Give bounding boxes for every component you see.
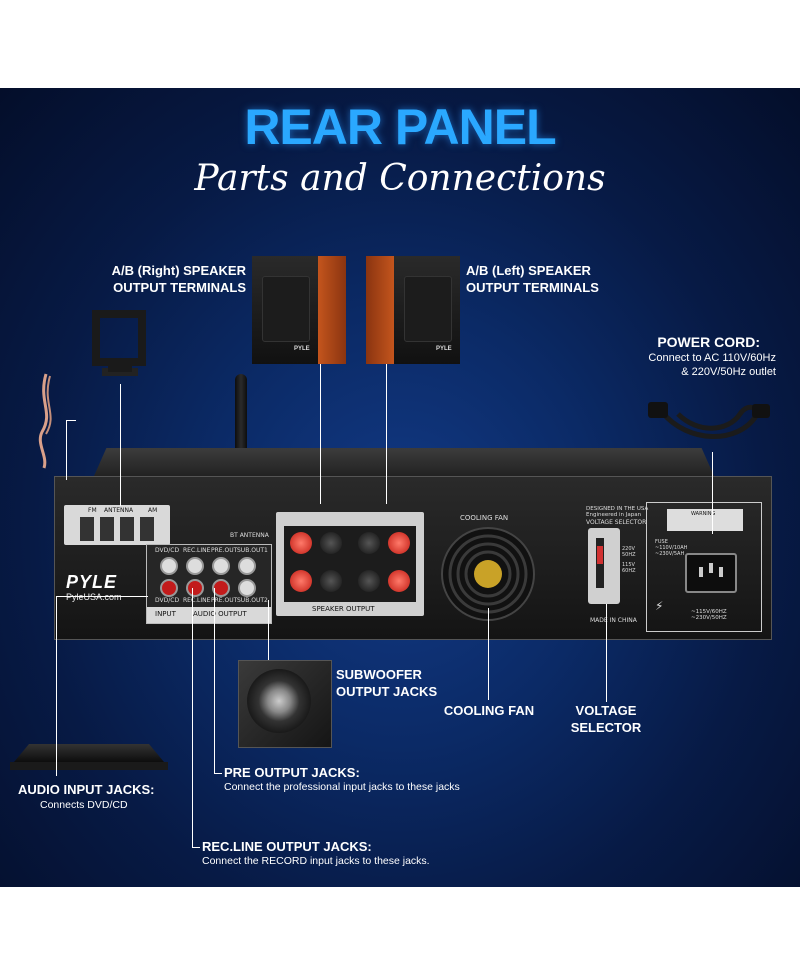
power-cord-title: POWER CORD: [657, 334, 760, 350]
power-cord-image [648, 402, 770, 439]
speaker-output-terminals: SPEAKER OUTPUT [276, 512, 424, 616]
lightning-icon: ⚡ [655, 599, 664, 613]
recline-output-callout-desc: Connect the RECORD input jacks to these … [202, 855, 430, 867]
leader-line [488, 608, 489, 700]
audio-input-callout-title: AUDIO INPUT JACKS: [18, 782, 155, 797]
recline-output-callout-title: REC.LINE OUTPUT JACKS: [202, 839, 372, 854]
dvd-player-image [10, 744, 168, 774]
warning-label [667, 509, 743, 531]
antenna-terminal-block: FM ANTENNA AM [64, 505, 170, 545]
speaker-terminal-black [320, 570, 342, 592]
brand-website: PyleUSA.com [66, 592, 122, 602]
leader-line [386, 364, 387, 504]
fuse-label: FUSE ~110V/10AH ~230V/5AH [655, 539, 688, 557]
left-speaker-callout: A/B (Left) SPEAKER OUTPUT TERMINALS [466, 263, 599, 295]
cooling-fan-label-panel: COOLING FAN [460, 514, 509, 522]
leader-line [606, 604, 607, 702]
speaker-terminal-red [388, 532, 410, 554]
voltage-selector-switch [588, 528, 620, 604]
made-in-label: MADE IN CHINA [590, 617, 637, 624]
rca-jack-red [186, 579, 204, 597]
jack-label-subout2: SUB.OUT2 [237, 597, 268, 604]
page-subtitle: Parts and Connections [194, 158, 606, 199]
power-rating-label: ~115V/60HZ ~230V/50HZ [691, 609, 727, 621]
rca-jack-white [238, 557, 256, 575]
leader-line [192, 588, 193, 848]
voltage-selector-label-panel: VOLTAGE SELECTOR [586, 519, 647, 526]
right-speaker-image: PYLE [252, 256, 346, 364]
leader-line [66, 420, 67, 480]
speaker-terminal-black [320, 532, 342, 554]
subwoofer-callout: SUBWOOFER OUTPUT JACKS [336, 667, 438, 699]
leader-line [66, 420, 76, 421]
leader-line [712, 452, 713, 534]
power-inlet-panel: WARNING FUSE ~110V/10AH ~230V/5AH ⚡ ~115… [646, 502, 762, 632]
jack-label-subout1: SUB.OUT1 [237, 547, 268, 554]
page-title: REAR PANEL [244, 99, 556, 155]
designed-in-label: DESIGNED IN THE USA Engineered in Japan [586, 506, 649, 518]
fm-wire-antenna-image [38, 373, 52, 469]
am-loop-antenna-image [92, 310, 146, 376]
warning-text: WARNING [691, 511, 716, 517]
leader-line [56, 596, 148, 597]
rca-jack-panel: DVD/CD REC.LINE PRE.OUT SUB.OUT1 DVD/CD … [146, 544, 272, 624]
product-infographic: REAR PANEL Parts and Connections PYLE PY… [0, 88, 800, 887]
leader-line [214, 588, 215, 774]
jack-label-preout-bottom: PRE.OUT [211, 597, 238, 604]
speaker-logo: PYLE [294, 346, 310, 352]
jack-label-preout-top: PRE.OUT [211, 547, 238, 554]
right-speaker-callout: A/B (Right) SPEAKER OUTPUT TERMINALS [111, 263, 246, 295]
speaker-terminal-black [358, 570, 380, 592]
voltage-220-label: 220V 50HZ [622, 546, 636, 558]
pre-output-callout-title: PRE OUTPUT JACKS: [224, 765, 360, 780]
input-section-label: INPUT [155, 610, 176, 618]
rca-jack-white [212, 557, 230, 575]
power-cord-description: Connect to AC 110V/60Hz & 220V/50Hz outl… [648, 352, 776, 378]
leader-line [56, 596, 57, 776]
jack-label-recline-bottom: REC.LINE [183, 597, 211, 604]
jack-label-recline-top: REC.LINE [183, 547, 211, 554]
leader-line [320, 364, 321, 504]
leader-line [268, 600, 269, 660]
subwoofer-image [238, 660, 332, 748]
iec-power-socket [685, 553, 737, 593]
bt-antenna-label: BT ANTENNA [230, 532, 269, 539]
speaker-terminal-red [290, 570, 312, 592]
brand-logo: PYLE [66, 572, 118, 592]
antenna-label: ANTENNA [104, 507, 134, 514]
fm-label: FM [88, 507, 97, 514]
rca-jack-white [160, 557, 178, 575]
jack-label-dvdcd-top: DVD/CD [155, 547, 180, 554]
rca-jack-red [160, 579, 178, 597]
speaker-terminal-black [358, 532, 380, 554]
leader-line [120, 384, 121, 506]
rca-jack-white [238, 579, 256, 597]
speaker-output-label: SPEAKER OUTPUT [312, 605, 375, 613]
leader-line [214, 773, 222, 774]
rca-jack-white [186, 557, 204, 575]
cooling-fan-callout: COOLING FAN [443, 703, 535, 718]
voltage-selector-callout: VOLTAGE SELECTOR [570, 703, 642, 735]
am-label: AM [148, 507, 158, 514]
pre-output-callout-desc: Connect the professional input jacks to … [224, 781, 460, 793]
audio-output-section-label: AUDIO OUTPUT [193, 610, 247, 618]
rca-jack-red [212, 579, 230, 597]
speaker-logo: PYLE [436, 346, 452, 352]
audio-input-callout-desc: Connects DVD/CD [40, 799, 128, 811]
jack-label-dvdcd-bottom: DVD/CD [155, 597, 180, 604]
leader-line [192, 847, 200, 848]
left-speaker-image: PYLE [366, 256, 460, 364]
amplifier-top-cover [94, 448, 714, 476]
speaker-terminal-red [290, 532, 312, 554]
speaker-terminal-red [388, 570, 410, 592]
voltage-110-label: 115V 60HZ [622, 562, 636, 574]
